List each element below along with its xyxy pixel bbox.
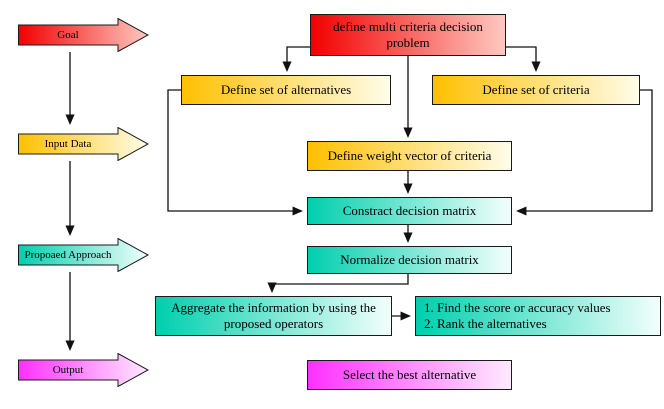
box-define-problem: define multi criteria decision problem bbox=[310, 14, 506, 56]
box-normalize-matrix: Normalize decision matrix bbox=[307, 246, 512, 274]
box-select-best: Select the best alternative bbox=[307, 360, 512, 390]
stage-proposed-approach-label: Propoaed Approach bbox=[24, 249, 112, 261]
box-aggregate-operators: Aggregate the information by using the p… bbox=[155, 296, 392, 336]
arrow-normalize-to-aggregate bbox=[267, 274, 409, 293]
box-define-criteria: Define set of criteria bbox=[432, 75, 640, 105]
stage-input-data-label: Input Data bbox=[44, 138, 92, 150]
ribbon-arrow-icon bbox=[18, 127, 149, 161]
score-line-1: 1. Find the score or accuracy values bbox=[424, 300, 611, 316]
ribbon-arrow-icon bbox=[18, 18, 149, 52]
stage-goal: Goal bbox=[18, 18, 149, 52]
stage-goal-label: Goal bbox=[57, 29, 79, 41]
arrow-criteria-to-construct bbox=[516, 89, 653, 216]
score-line-2: 2. Rank the alternatives bbox=[424, 316, 547, 331]
box-construct-matrix: Constract decision matrix bbox=[307, 197, 512, 225]
box-weight-vector: Define weight vector of criteria bbox=[307, 141, 512, 171]
arrow-problem-to-alternatives bbox=[282, 46, 310, 72]
stage-output: Output bbox=[18, 353, 149, 387]
arrow-alternatives-to-construct bbox=[167, 89, 303, 216]
stage-input-data: Input Data bbox=[18, 127, 149, 161]
box-score-rank: 1. Find the score or accuracy values 2. … bbox=[415, 296, 661, 336]
box-define-alternatives: Define set of alternatives bbox=[181, 75, 391, 105]
ribbon-arrow-icon bbox=[18, 238, 149, 272]
ribbon-arrow-icon bbox=[18, 353, 149, 387]
arrow-problem-to-criteria bbox=[506, 46, 541, 72]
stage-proposed-approach: Propoaed Approach bbox=[18, 238, 149, 272]
stage-output-label: Output bbox=[52, 364, 84, 376]
